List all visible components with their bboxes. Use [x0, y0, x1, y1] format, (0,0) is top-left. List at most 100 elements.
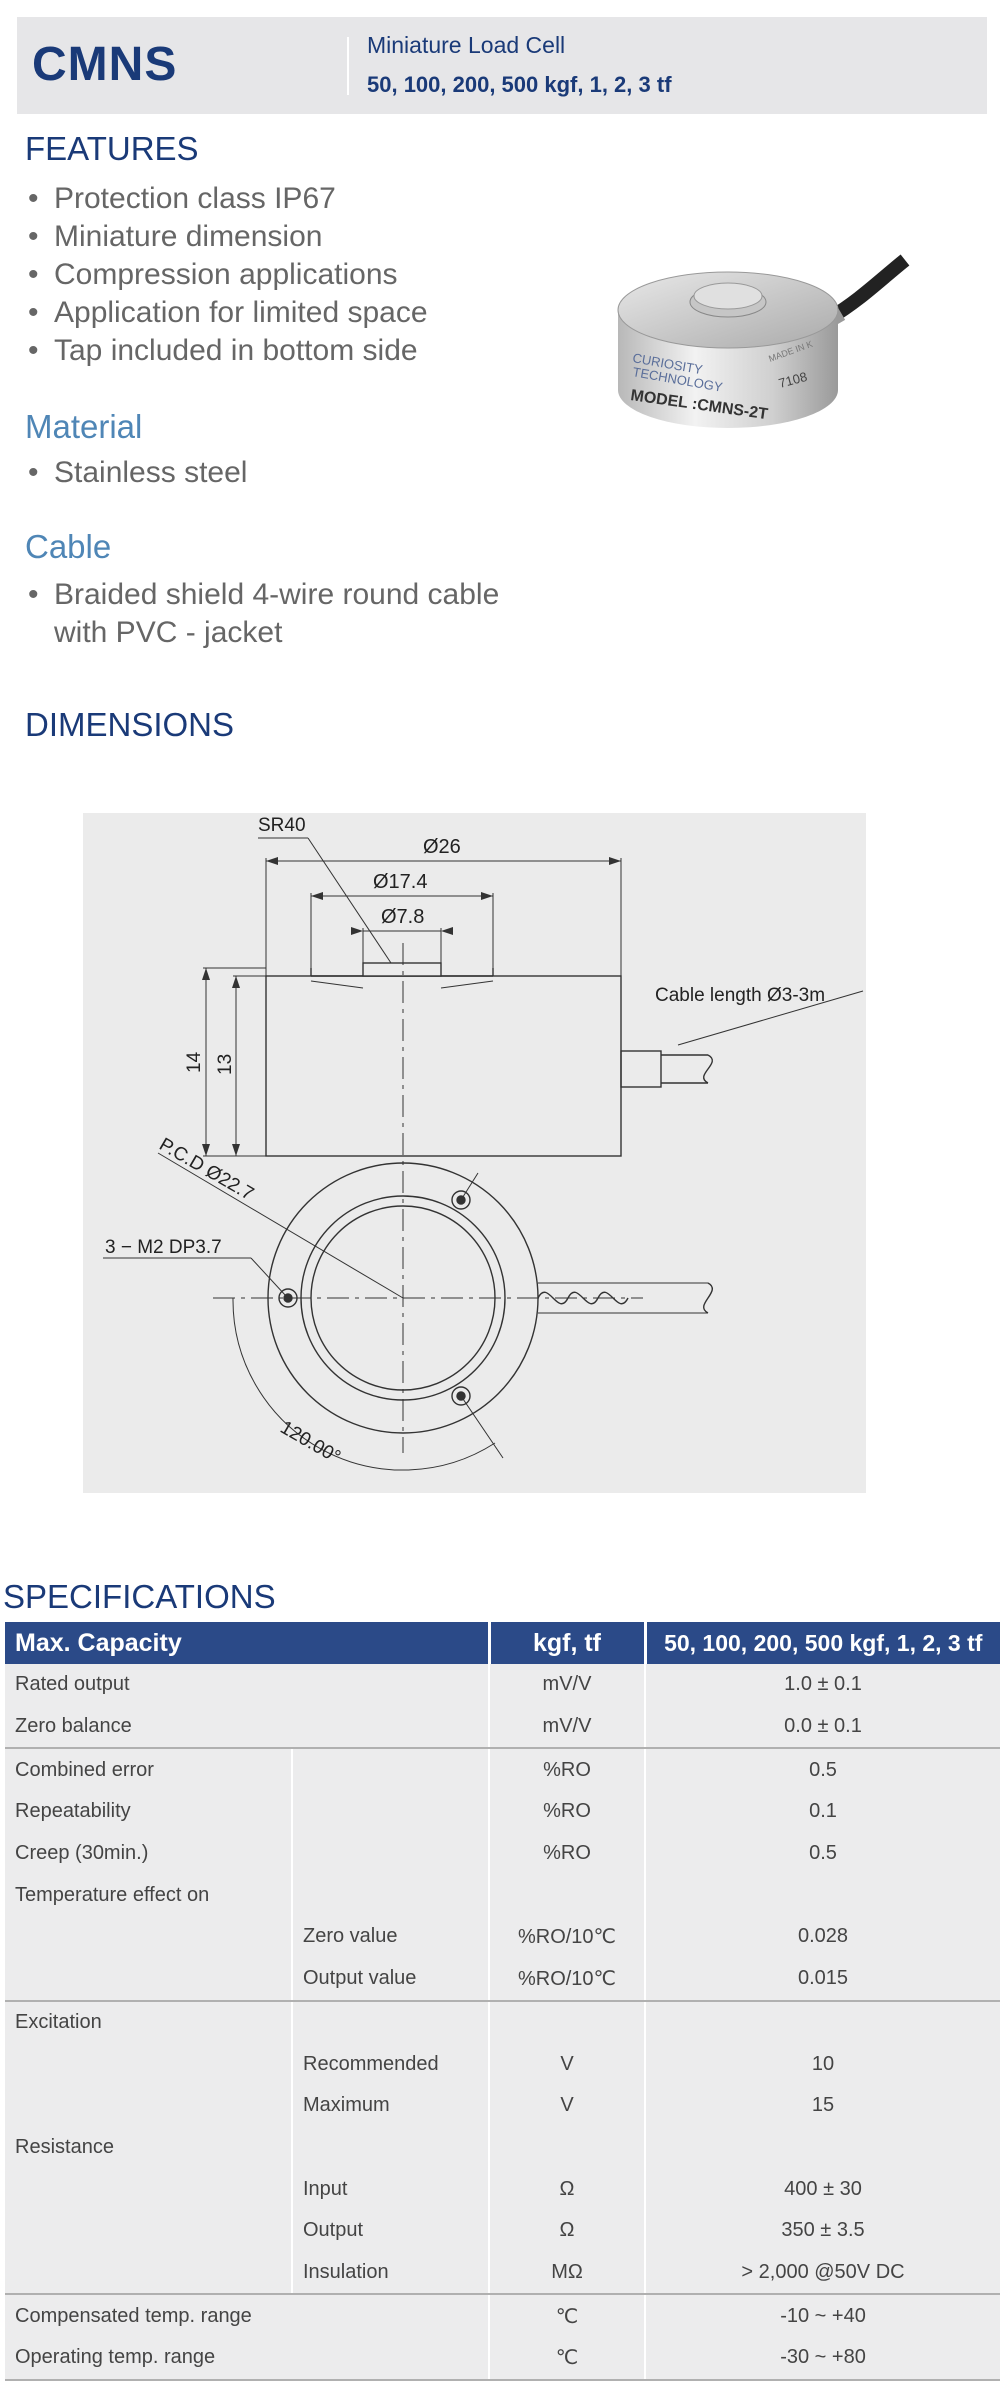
arrow	[441, 927, 453, 935]
table-row: Excitation	[5, 2000, 1000, 2044]
label-cable-length: Cable length Ø3-3m	[655, 985, 825, 1006]
tap-hole	[451, 1386, 471, 1406]
arrow	[609, 857, 621, 865]
list-item: Compression applications	[28, 256, 428, 294]
spec-value: -10 ~ +40	[644, 2294, 1000, 2337]
cable-break	[703, 1054, 713, 1084]
product-subtitle: Miniature Load Cell	[367, 32, 566, 58]
cable-leader	[677, 990, 864, 1046]
cable-title: Cable	[25, 528, 112, 565]
cable-gland-side	[620, 1050, 662, 1088]
arrow	[311, 892, 323, 900]
spec-unit: Ω	[488, 2168, 645, 2210]
spec-label: Combined error	[5, 1748, 292, 1792]
header-max-capacity: Max. Capacity	[5, 1622, 491, 1664]
spec-sublabel	[291, 1832, 489, 1875]
cable-line-1: Braided shield 4-wire round cable	[54, 578, 500, 611]
tap-hole	[451, 1190, 471, 1210]
spec-unit: ℃	[488, 2294, 645, 2337]
spec-value: 15	[644, 2084, 1000, 2127]
spec-label: Repeatability	[5, 1791, 292, 1833]
model-title: CMNS	[32, 38, 178, 91]
spec-unit: ℃	[488, 2337, 645, 2381]
list-item: Stainless steel	[28, 454, 247, 492]
spec-value: 10	[644, 2043, 1000, 2085]
chamfer-right	[440, 980, 494, 989]
technical-drawing: SR40 Ø26 Ø17.4 Ø7.8 Cable length Ø3-3m 1…	[103, 815, 864, 1471]
cable-break-top	[703, 1282, 713, 1314]
cable-shape	[826, 254, 910, 325]
spec-sublabel: Output	[291, 2209, 489, 2252]
spec-sublabel: Zero value	[291, 1916, 489, 1958]
list-item: Tap included in bottom side	[28, 332, 428, 370]
header-capacity-values: 50, 100, 200, 500 kgf, 1, 2, 3 tf	[645, 1622, 1000, 1664]
spec-label: Rated output	[5, 1664, 489, 1706]
list-item: Braided shield 4-wire round cable with P…	[28, 576, 499, 652]
spec-sublabel: Input	[291, 2168, 489, 2210]
spec-value: 1.0 ± 0.1	[644, 1664, 1000, 1706]
spec-value	[644, 2000, 1000, 2044]
spec-unit: V	[488, 2043, 645, 2085]
features-list: Protection class IP67 Miniature dimensio…	[28, 180, 428, 370]
spec-sublabel: Recommended	[291, 2043, 489, 2085]
arrow	[481, 892, 493, 900]
spec-value	[644, 2126, 1000, 2169]
label-angle: 120.00°	[277, 1417, 344, 1468]
list-item: Miniature dimension	[28, 218, 428, 256]
spec-label	[5, 2251, 292, 2296]
spec-sublabel: Output value	[291, 1957, 489, 2002]
spec-value: 0.5	[644, 1832, 1000, 1875]
spec-unit	[488, 1874, 645, 1917]
spec-unit: mV/V	[488, 1664, 645, 1706]
spec-sublabel	[291, 1874, 489, 1917]
header-divider	[347, 37, 349, 95]
spec-unit	[488, 2000, 645, 2044]
loading-button	[693, 282, 763, 310]
top-step	[310, 968, 494, 976]
spec-value: -30 ~ +80	[644, 2337, 1000, 2381]
arrow	[232, 976, 240, 988]
arrow	[351, 927, 363, 935]
label-tap: 3 − M2 DP3.7	[105, 1237, 222, 1258]
spec-value: 0.5	[644, 1748, 1000, 1792]
side-view-body	[265, 975, 622, 1157]
capacity-range: 50, 100, 200, 500 kgf, 1, 2, 3 tf	[367, 72, 672, 97]
spec-label: Resistance	[5, 2126, 292, 2169]
spec-label: Excitation	[5, 2000, 292, 2044]
label-sr40: SR40	[258, 815, 306, 836]
spec-unit: %RO	[488, 1748, 645, 1792]
spec-value: 0.015	[644, 1957, 1000, 2002]
cable-line-2: with PVC - jacket	[54, 616, 283, 649]
sr-leader	[307, 837, 392, 964]
spec-unit	[488, 2126, 645, 2169]
spec-unit: mV/V	[488, 1705, 645, 1750]
spec-unit: %RO/10℃	[488, 1957, 645, 2002]
spec-value: 0.0 ± 0.1	[644, 1705, 1000, 1750]
angle-arc	[232, 1297, 496, 1471]
spec-sublabel: Maximum	[291, 2084, 489, 2127]
label-h13: 13	[215, 1054, 236, 1075]
spec-unit: %RO/10℃	[488, 1916, 645, 1958]
spec-unit: MΩ	[488, 2251, 645, 2296]
spec-label: Compensated temp. range	[5, 2294, 489, 2337]
features-title: FEATURES	[25, 130, 199, 167]
button-profile	[362, 962, 442, 977]
spec-unit: V	[488, 2084, 645, 2127]
angle-ext	[460, 1172, 479, 1201]
arrow	[266, 857, 278, 865]
spec-sublabel	[291, 2000, 489, 2044]
header-unit: kgf, tf	[489, 1622, 647, 1664]
tap-leader	[250, 1257, 287, 1297]
cable-top	[538, 1282, 708, 1314]
label-d174: Ø17.4	[373, 871, 427, 893]
table-row: Operating temp. range℃-30 ~ +80	[5, 2337, 1000, 2381]
